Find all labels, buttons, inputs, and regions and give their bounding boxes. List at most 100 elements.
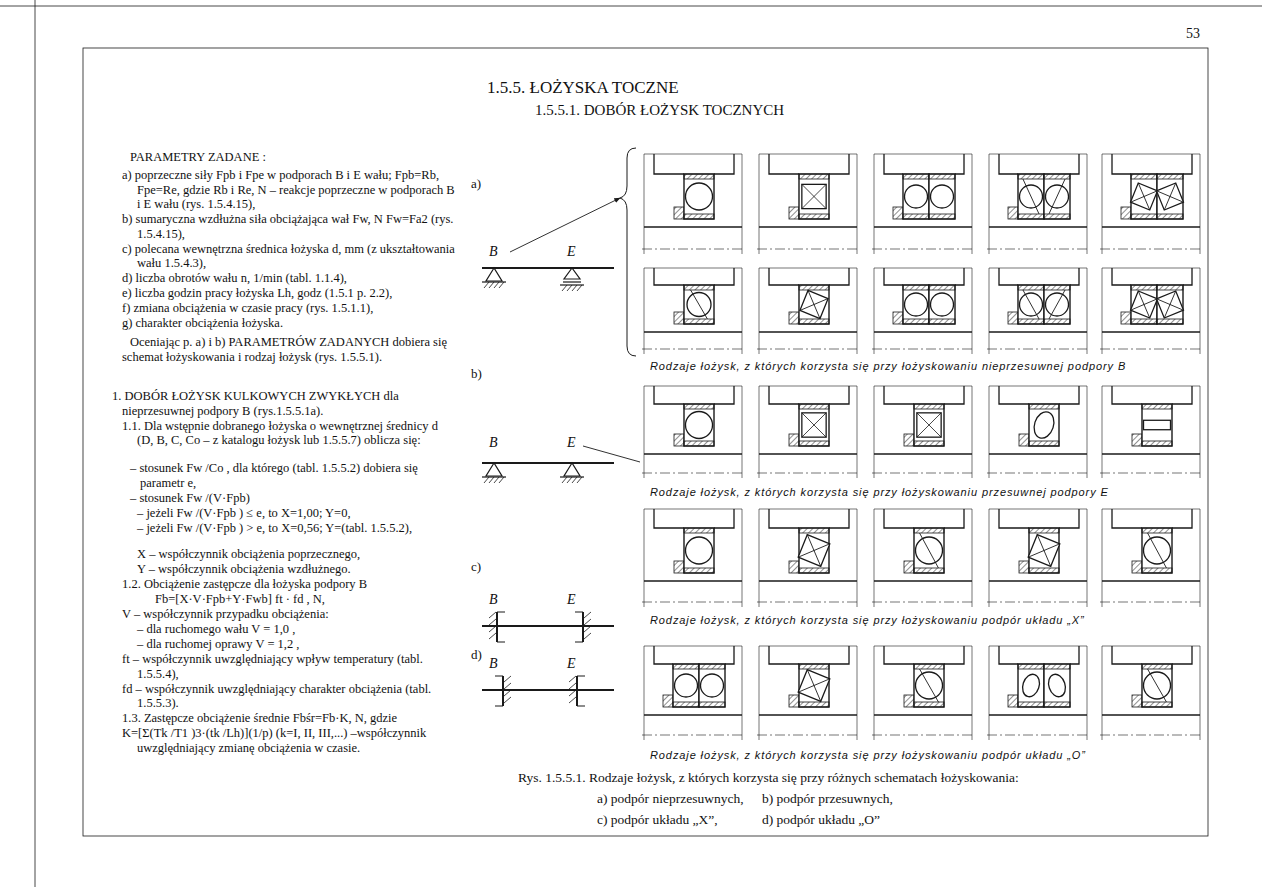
drawing-rect: [1029, 568, 1059, 573]
text-label: Oceniając p. a) i b) PARAMETRÓW ZADANYCH…: [122, 335, 457, 364]
text-label: ft – współczynnik uwzględniający wpływ t…: [122, 652, 457, 681]
bearing-drawing: [1100, 268, 1202, 354]
drawing-path: [798, 670, 830, 702]
drawing-path: [654, 154, 734, 174]
drawing-line: [482, 267, 614, 269]
drawing-path: [759, 580, 857, 581]
drawing-path: [874, 331, 972, 332]
drawing-rect: [1142, 528, 1172, 573]
drawing-line: [920, 669, 939, 702]
drawing-path: [504, 676, 511, 703]
drawing-path: [884, 646, 964, 664]
drawing-g: [1028, 535, 1060, 567]
drawing-path: [759, 509, 857, 607]
drawing-path: [1112, 154, 1192, 174]
drawing-rect: [1018, 285, 1044, 324]
drawing-rect: [1157, 174, 1183, 219]
drawing-path: [874, 386, 972, 478]
drawing-rect: [1142, 528, 1172, 533]
bearing-drawing: [987, 509, 1089, 607]
drawing-path: [1100, 602, 1202, 603]
drawing-rect: [1157, 285, 1183, 324]
drawing-rect: [1131, 291, 1158, 318]
text-label: – jeżeli Fw /(V·Fpb ) > e, to X=0,56; Y=…: [137, 521, 457, 536]
drawing-rect: [929, 174, 955, 179]
drawing-path: [654, 268, 734, 285]
scheme-a: [482, 148, 636, 356]
text-label: Rodzaje łożysk, z których korzysta się p…: [650, 614, 1085, 627]
drawing-rect: [1157, 214, 1183, 219]
drawing-rect: [929, 319, 955, 324]
text-label: Rodzaje łożysk, z których korzysta się p…: [650, 360, 1126, 373]
drawing-path: [644, 580, 742, 581]
text-label: b) sumaryczna wzdłużna siła obciążająca …: [122, 212, 457, 241]
drawing-circle: [686, 183, 713, 210]
drawing-rect: [914, 528, 944, 573]
drawing-rect: [1028, 535, 1060, 567]
text-label: 1. DOBÓR ŁOŻYSK KULKOWYCH ZWYKŁYCH dla n…: [112, 389, 457, 418]
drawing-rect: [893, 207, 903, 219]
text-label: K=[Σ(Tk /T1 )3·(tk /Lh)](1/p) (k=I, II, …: [122, 726, 457, 755]
drawing-path: [917, 413, 941, 437]
drawing-path: [1157, 291, 1184, 318]
drawing-line: [1023, 179, 1039, 214]
bearing-drawing: [987, 154, 1089, 254]
drawing-path: [644, 331, 742, 332]
drawing-ellipse: [1031, 409, 1057, 441]
bearing-drawing: [642, 154, 744, 254]
drawing-line: [691, 290, 708, 319]
drawing-path: [989, 226, 1087, 227]
text-label: Rodzaje łożysk, z których korzysta się p…: [650, 749, 1086, 762]
drawing-path: [884, 386, 964, 404]
drawing-path: [1131, 291, 1158, 318]
text-label: B: [489, 656, 498, 672]
text-label: 1.2. Obciążenie zastępcze dla łożyska po…: [122, 577, 457, 592]
drawing-path: [757, 735, 859, 736]
drawing-g: [1157, 291, 1184, 318]
drawing-rect: [684, 404, 714, 446]
drawing-line: [482, 462, 614, 464]
drawing-path: [1102, 646, 1200, 740]
drawing-rect: [914, 664, 944, 669]
drawing-rect: [802, 413, 826, 437]
bearing-drawing: [872, 154, 974, 254]
drawing-rect: [799, 214, 829, 219]
drawing-line: [582, 612, 584, 642]
drawing-path: [654, 509, 734, 528]
drawing-path: [989, 580, 1087, 581]
text-label: fd – współczynnik uwzględniający charakt…: [122, 682, 457, 711]
drawing-g: [1157, 183, 1184, 210]
drawing-path: [1100, 349, 1202, 350]
drawing-circle: [931, 185, 954, 208]
drawing-rect: [684, 319, 714, 324]
drawing-path: [872, 249, 974, 250]
drawing-rect: [903, 174, 929, 179]
bearing-drawing: [757, 646, 859, 740]
drawing-path: [757, 602, 859, 603]
text-label: f) zmiana obciążenia w czasie pracy (rys…: [122, 301, 457, 316]
drawing-rect: [1044, 664, 1070, 669]
drawing-rect: [799, 174, 829, 219]
drawing-path: [999, 154, 1079, 174]
drawing-path: [644, 646, 742, 740]
drawing-rect: [799, 285, 829, 290]
drawing-circle: [701, 674, 724, 697]
drawing-path: [759, 453, 857, 454]
figure-caption: Rys. 1.5.5.1. Rodzaje łożysk, z których …: [518, 770, 1019, 786]
drawing-path: [642, 349, 744, 350]
drawing-rect: [904, 434, 914, 446]
drawing-path: [800, 290, 828, 318]
drawing-circle: [931, 293, 954, 316]
text-label: 1.3. Zastępcze obciążenie średnie Fbśr=F…: [122, 711, 457, 726]
drawing-rect: [684, 174, 714, 219]
drawing-rect: [684, 285, 714, 290]
drawing-rect: [929, 174, 955, 219]
drawing-rect: [1008, 207, 1018, 219]
drawing-line: [482, 689, 614, 691]
drawing-rect: [1044, 664, 1070, 707]
drawing-path: [989, 509, 1087, 607]
drawing-rect: [914, 404, 944, 446]
drawing-path: [874, 453, 972, 454]
drawing-rect: [1044, 702, 1070, 707]
